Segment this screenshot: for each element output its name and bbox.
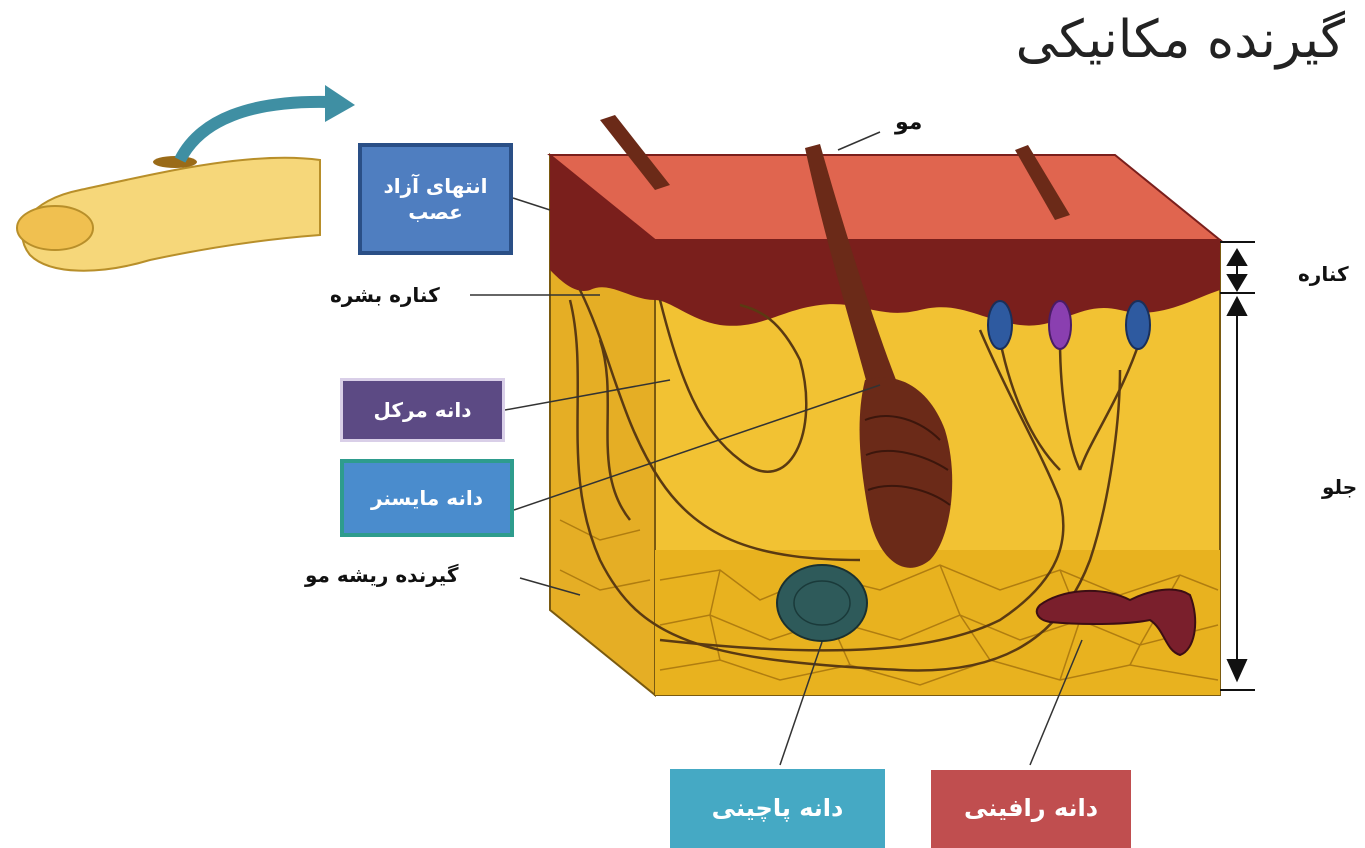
pacinian-box: دانه پاچینی bbox=[670, 769, 885, 848]
skin-block bbox=[550, 115, 1220, 695]
ruffini-box: دانه رافینی bbox=[931, 770, 1131, 848]
meissner-box: دانه مایسنر bbox=[340, 459, 514, 537]
finger-illustration bbox=[17, 156, 320, 271]
merkel-box: دانه مرکل bbox=[340, 378, 505, 442]
side-bottom-label: جلو bbox=[1322, 475, 1357, 499]
dimension-arrows bbox=[1220, 242, 1255, 690]
hair-label: مو bbox=[895, 110, 922, 135]
motion-arrow-icon bbox=[180, 85, 355, 160]
free-nerve-ending-box: انتهای آزاد عصب bbox=[358, 143, 513, 255]
epidermis-label: کناره بشره bbox=[330, 283, 440, 307]
hair-root-receptor-label: گیرنده ریشه مو bbox=[305, 563, 458, 587]
side-top-label: کناره bbox=[1298, 262, 1349, 286]
